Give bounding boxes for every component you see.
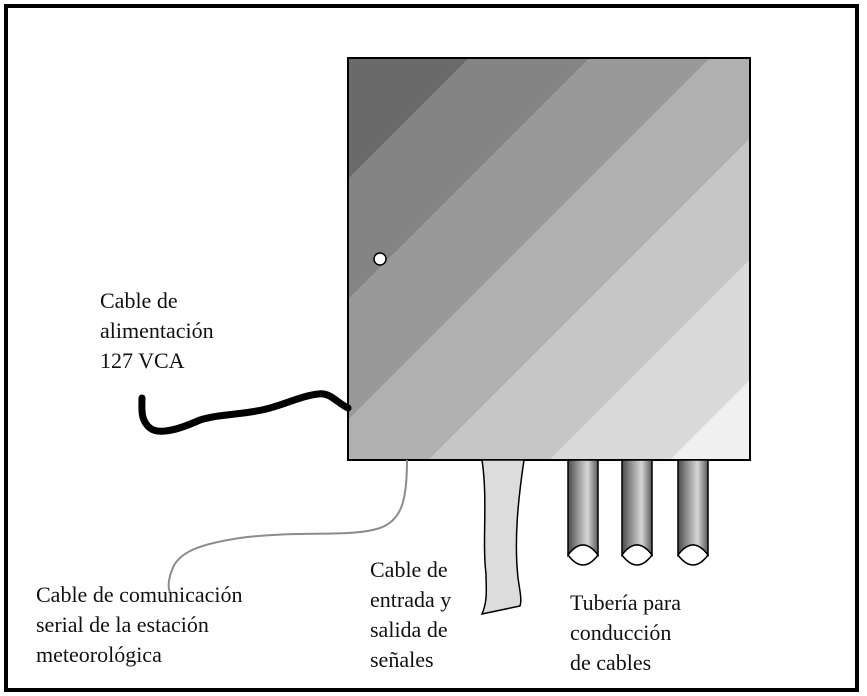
serial-communication-cable: [167, 459, 408, 593]
comm-cable-label: Cable de comunicación serial de la estac…: [36, 580, 242, 670]
electrical-enclosure: [347, 57, 751, 461]
label-line: entrada y: [370, 587, 452, 612]
label-line: Cable de: [370, 557, 448, 582]
label-line: salida de: [370, 617, 448, 642]
power-cable-label: Cable de alimentación 127 VCA: [100, 286, 214, 376]
label-line: Tubería para: [570, 590, 681, 615]
label-line: señales: [370, 647, 434, 672]
label-line: de cables: [570, 650, 652, 675]
conduit-label: Tubería para conducción de cables: [570, 588, 681, 678]
conduit-pipe: [677, 459, 709, 566]
conduit-pipe: [621, 459, 653, 566]
label-line: conducción: [570, 620, 672, 645]
power-cable: [138, 390, 352, 435]
signal-cable-label: Cable de entrada y salida de señales: [370, 555, 451, 675]
label-line: meteorológica: [36, 642, 162, 667]
label-line: 127 VCA: [100, 348, 185, 373]
label-line: serial de la estación: [36, 612, 209, 637]
conduit-pipe: [567, 459, 599, 566]
label-line: Cable de: [100, 288, 178, 313]
door-latch-icon: [373, 252, 387, 266]
label-line: Cable de comunicación: [36, 582, 243, 607]
signal-cable: [480, 459, 525, 616]
label-line: alimentación: [100, 318, 214, 343]
